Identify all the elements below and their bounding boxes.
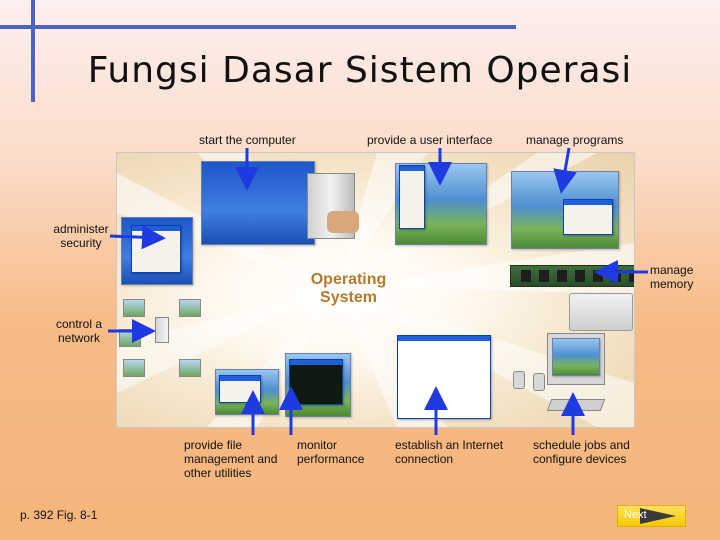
decorative-vertical-line <box>31 0 35 102</box>
decorative-horizontal-line <box>0 25 516 29</box>
label-file-management: provide file management and other utilit… <box>184 438 278 480</box>
speaker-image <box>513 371 525 389</box>
performance-monitor-image <box>289 359 343 405</box>
label-control-network: control a network <box>55 317 103 345</box>
login-dialog-image <box>131 225 181 273</box>
network-computer-image <box>119 329 141 347</box>
network-computer-image <box>179 359 201 377</box>
label-schedule-jobs: schedule jobs and configure devices <box>533 438 630 466</box>
keyboard-image <box>546 399 606 411</box>
next-button-label: Next <box>624 509 647 521</box>
network-computer-image <box>179 299 201 317</box>
boot-screen-image <box>201 161 315 245</box>
speaker-image <box>533 373 545 391</box>
desktop-monitor-image <box>547 333 605 385</box>
operating-system-figure: Operating System <box>116 152 635 428</box>
file-dialog-image <box>219 375 261 403</box>
network-server-image <box>155 317 169 343</box>
label-monitor-performance: monitor performance <box>297 438 365 466</box>
slide-title: Fungsi Dasar Sistem Operasi <box>87 50 633 91</box>
figure-reference: p. 392 Fig. 8-1 <box>20 508 98 522</box>
label-manage-programs: manage programs <box>526 133 624 147</box>
next-button[interactable]: Next <box>617 505 686 527</box>
label-manage-memory: manage memory <box>650 263 694 291</box>
label-administer-security: administer security <box>53 222 109 250</box>
start-menu-image <box>399 165 425 229</box>
label-user-interface: provide a user interface <box>367 133 493 147</box>
printer-image <box>569 293 633 331</box>
network-computer-image <box>123 299 145 317</box>
next-arrow-icon <box>640 508 676 524</box>
label-start-computer: start the computer <box>199 133 296 147</box>
memory-module-image <box>510 265 634 287</box>
label-internet-connection: establish an Internet connection <box>395 438 504 466</box>
hand-image <box>327 211 359 233</box>
internet-browser-image <box>397 335 491 419</box>
network-computer-image <box>123 359 145 377</box>
operating-system-label: Operating System <box>310 271 387 306</box>
program-window-image <box>563 199 613 235</box>
